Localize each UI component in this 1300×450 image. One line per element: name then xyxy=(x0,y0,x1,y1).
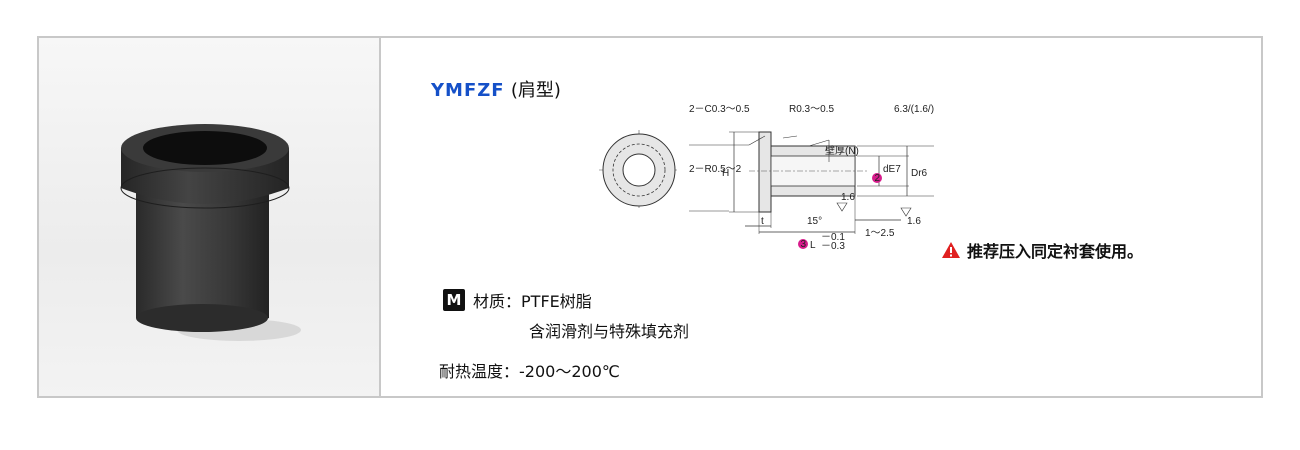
finish-label-1: 1.6 xyxy=(841,192,855,203)
warning-icon xyxy=(942,242,960,258)
radius-label: R0.3～0.5 xyxy=(789,104,834,115)
inner-diameter-label: dE7 xyxy=(883,164,901,175)
finish-label-2: 1.6 xyxy=(907,216,921,227)
marker-3 xyxy=(798,239,808,249)
height-label: H xyxy=(722,168,729,179)
product-info: YMFZF (肩型) xyxy=(381,38,1261,396)
outer-diameter-label: Dr6 xyxy=(911,168,928,179)
material-value-line2: 含润滑剂与特殊填充剂 xyxy=(529,322,690,341)
warning-text: 推荐压入同定衬套使用。 xyxy=(967,242,1144,261)
material-badge: M xyxy=(443,289,465,311)
roughness-label: 6.3/(1.6/) xyxy=(894,104,934,115)
fillet-label: 2－R0.5～2 xyxy=(689,164,742,175)
end-view xyxy=(599,130,679,210)
marker-2-label: 2 xyxy=(875,173,881,184)
product-code: YMFZF xyxy=(431,80,505,101)
product-card: YMFZF (肩型) xyxy=(37,36,1263,398)
bushing-image xyxy=(120,124,301,341)
length-tolerance-upper: －0.1 xyxy=(821,232,845,243)
material-label: 材质： xyxy=(473,292,522,311)
marker-3-label: 3 xyxy=(801,239,807,250)
product-title: YMFZF (肩型) xyxy=(431,76,561,102)
temperature-value: -200～200℃ xyxy=(519,362,620,381)
material-value-line1: PTFE树脂 xyxy=(521,292,592,311)
warning-note: 推荐压入同定衬套使用。 xyxy=(941,238,1143,262)
product-photo xyxy=(39,38,381,396)
temperature-label: 耐热温度： xyxy=(439,362,520,381)
length-tolerance-lower: －0.3 xyxy=(821,241,845,252)
temperature-row: 耐热温度：-200～200℃ xyxy=(439,358,620,382)
wall-thickness-label: 壁厚(N) xyxy=(825,144,859,157)
chamfer-label: 2－C0.3～0.5 xyxy=(689,104,750,115)
technical-drawing: 2－C0.3～0.5 R0.3～0.5 6.3/(1.6/) 壁厚(N) 2－R… xyxy=(599,104,934,252)
angle-label: 15° xyxy=(807,216,822,227)
length-label: L xyxy=(810,240,816,251)
thickness-label: t xyxy=(761,216,764,227)
product-shape: (肩型) xyxy=(510,80,561,101)
marker-2 xyxy=(872,173,882,183)
gap-label: 1～2.5 xyxy=(865,228,895,239)
section-view xyxy=(689,131,934,234)
material-row: M 材质： PTFE树脂 xyxy=(443,288,592,312)
